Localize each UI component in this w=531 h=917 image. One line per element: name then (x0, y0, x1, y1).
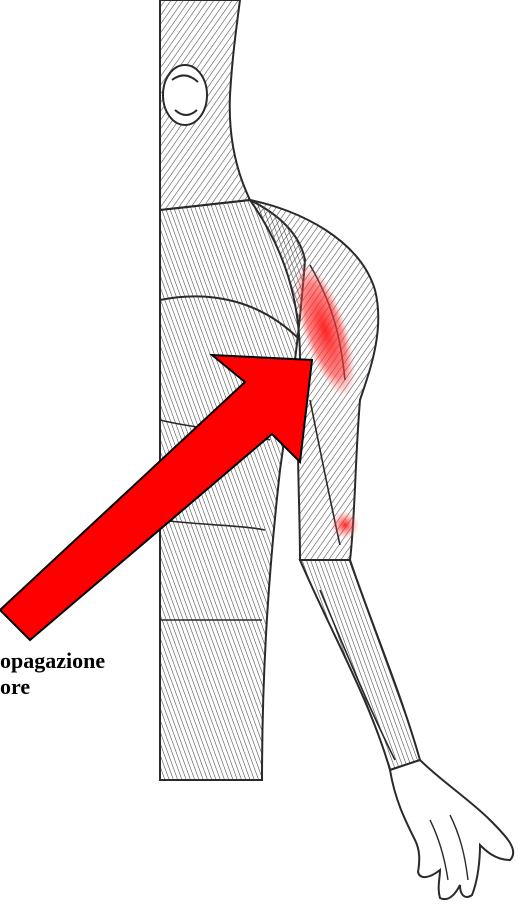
hand (390, 760, 513, 899)
pain-zone-elbow (331, 511, 359, 539)
forearm (300, 560, 420, 770)
caption-line-1: opagazione (0, 648, 105, 674)
propagation-caption: opagazione ore (0, 648, 105, 700)
head-and-neck (160, 0, 250, 210)
caption-line-2: ore (0, 674, 105, 700)
